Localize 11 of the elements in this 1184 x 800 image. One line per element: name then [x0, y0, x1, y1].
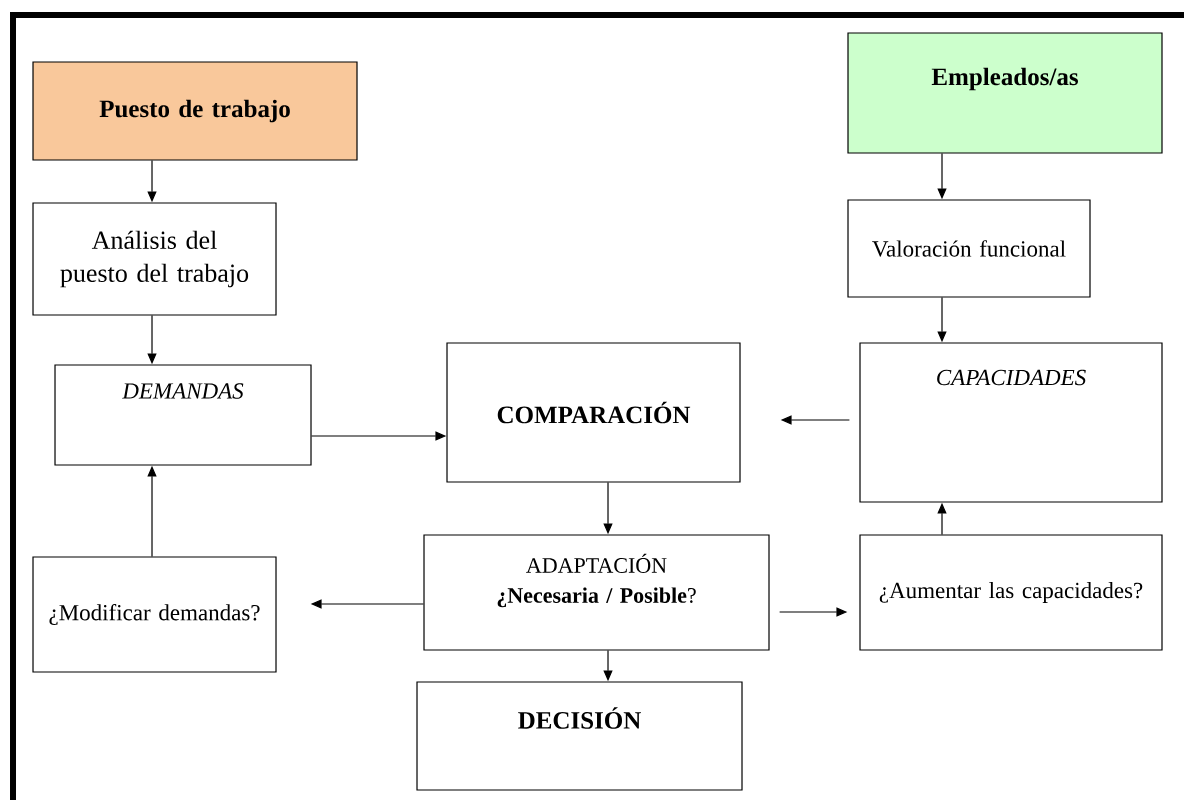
process-box: ¿Modificar demandas? — [32, 556, 277, 673]
process-box: ¿Aumentar las capacidades? — [859, 534, 1163, 651]
process-box: Valoración funcional — [847, 199, 1091, 298]
process-box: ADAPTACIÓN ¿Necesaria / Posible? — [423, 534, 770, 651]
process-box: DECISIÓN — [416, 681, 743, 791]
process-box: CAPACIDADES — [859, 342, 1163, 503]
title-box: Puesto de trabajo — [32, 61, 358, 161]
process-box: Análisis del puesto del trabajo — [32, 202, 277, 316]
process-box: COMPARACIÓN — [446, 342, 741, 483]
process-box: DEMANDAS — [54, 364, 312, 466]
title-box: Empleados/as — [847, 32, 1163, 154]
